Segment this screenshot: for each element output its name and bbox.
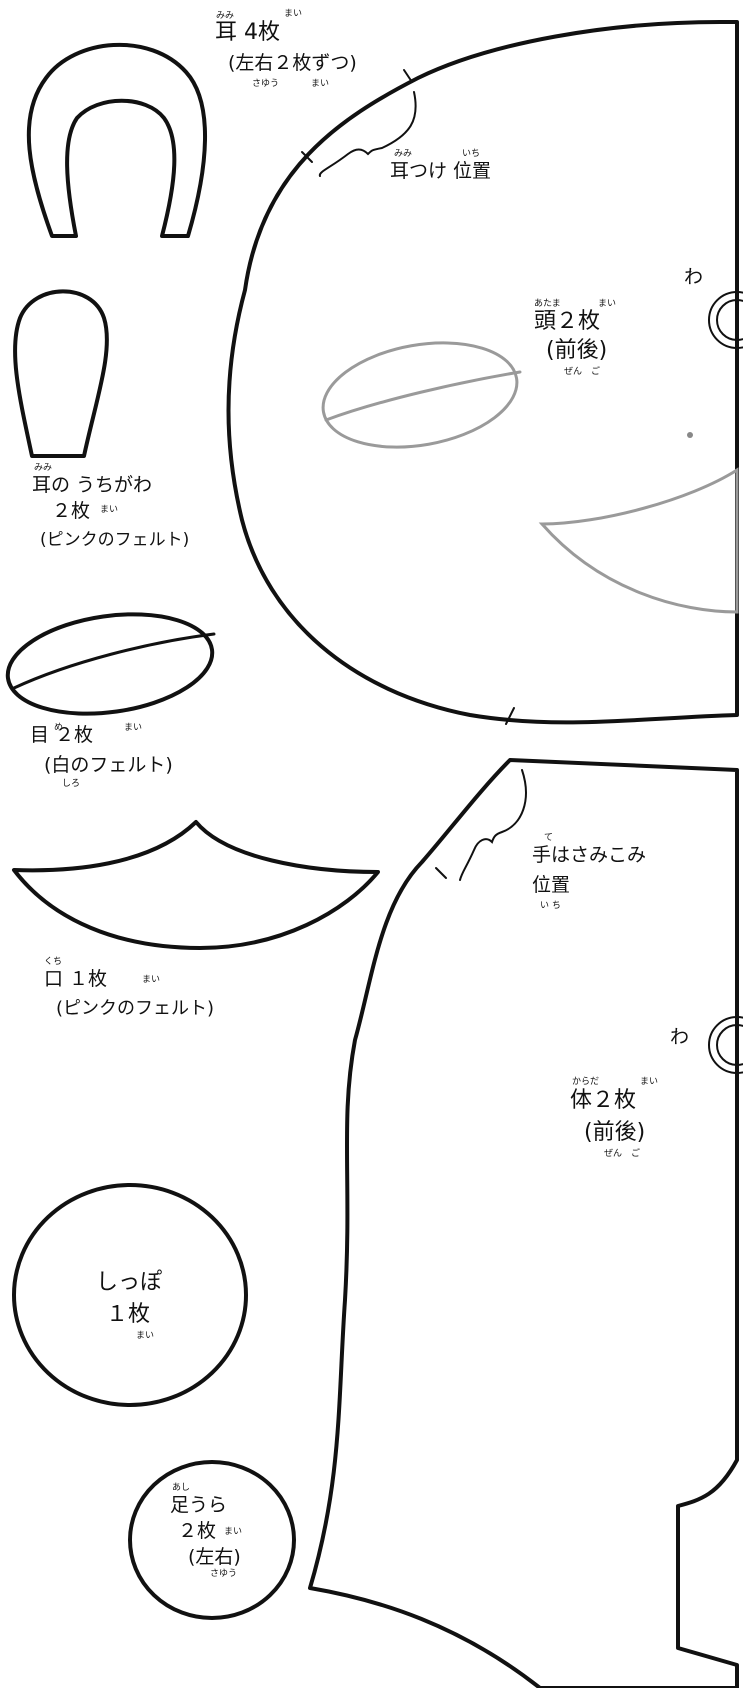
mouth-placement-guide bbox=[538, 467, 739, 614]
head-ruby-zengo: ぜん ご bbox=[564, 367, 601, 377]
hand-insert-line2: 位置 bbox=[532, 874, 571, 896]
mouth-line1: 口 １枚 bbox=[44, 968, 108, 990]
eye-placement-guide bbox=[321, 341, 522, 449]
ear-attach-tick-top bbox=[403, 69, 413, 83]
tail-line1: しっぽ bbox=[96, 1270, 163, 1295]
ear-inner-line1: 耳の うちがわ bbox=[32, 474, 153, 496]
eye-ruby-mai: まい bbox=[124, 723, 143, 733]
sole-line1: 足うら bbox=[170, 1494, 228, 1516]
sole-pattern-piece bbox=[128, 1460, 296, 1620]
hand-insert-ruby-te: て bbox=[544, 833, 554, 843]
body-title: 体２枚 bbox=[570, 1088, 637, 1113]
mouth-note: (ピンクのフェルト) bbox=[56, 998, 215, 1019]
head-title: 頭２枚 bbox=[534, 309, 601, 334]
ear-attach-ruby-mimi: みみ bbox=[394, 149, 413, 159]
ear-title: 耳 4枚 bbox=[215, 20, 280, 45]
ear-inner-pattern-piece bbox=[13, 289, 109, 458]
tail-line2: １枚 bbox=[106, 1302, 151, 1327]
body-ruby-karada: からだ bbox=[572, 1077, 600, 1087]
body-ruby-zengo: ぜん ご bbox=[604, 1149, 641, 1159]
tail-pattern-piece bbox=[12, 1183, 248, 1407]
head-dot bbox=[687, 432, 693, 438]
body-note: (前後) bbox=[584, 1120, 646, 1145]
head-fold-circle-icon bbox=[708, 291, 743, 349]
sole-ruby-mai: まい bbox=[224, 1527, 243, 1537]
sole-ruby-ashi: あし bbox=[172, 1483, 191, 1493]
sole-ruby-sayuu: さゆう bbox=[210, 1569, 238, 1579]
eye-ruby-shiro: しろ bbox=[62, 779, 81, 789]
sole-line2: ２枚 bbox=[178, 1520, 217, 1542]
ear-note-ruby-mai: まい bbox=[311, 79, 330, 89]
ear-attach-label: 耳つけ 位置 bbox=[390, 160, 492, 182]
head-note: (前後) bbox=[546, 338, 608, 363]
tail-ruby-mai: まい bbox=[136, 1331, 155, 1341]
ear-inner-ruby-mai: まい bbox=[100, 505, 119, 515]
mouth-ruby-kuchi: くち bbox=[44, 957, 63, 967]
eye-note: (白のフェルト) bbox=[44, 754, 173, 776]
head-pattern-piece bbox=[226, 20, 739, 725]
head-bottom-tick bbox=[505, 707, 515, 725]
body-fold-circle-icon bbox=[708, 1016, 743, 1074]
ear-note-ruby-sayuu: さゆう bbox=[252, 79, 280, 89]
mouth-ruby-mai: まい bbox=[142, 975, 161, 985]
body-pattern-piece bbox=[308, 758, 739, 1688]
hand-insert-line1: 手はさみこみ bbox=[532, 844, 647, 866]
ear-pattern-piece bbox=[26, 42, 207, 238]
ear-title-ruby-mimi: みみ bbox=[216, 11, 235, 21]
body-fold-mark: わ bbox=[670, 1026, 690, 1048]
ear-title-ruby-mai: まい bbox=[284, 9, 303, 19]
sole-note: (左右) bbox=[188, 1546, 241, 1568]
hand-insert-ruby-ichi: い ち bbox=[540, 901, 561, 911]
ear-attach-bracket bbox=[318, 91, 417, 177]
eye-pattern-piece bbox=[5, 612, 216, 716]
head-ruby-atama: あたま bbox=[534, 299, 561, 309]
ear-attach-tick-bottom bbox=[301, 151, 313, 163]
ear-inner-line2: ２枚 bbox=[52, 500, 91, 522]
eye-ruby-me: め bbox=[54, 723, 64, 733]
body-ruby-mai: まい bbox=[640, 1077, 659, 1087]
mouth-pattern-piece bbox=[12, 820, 380, 950]
head-fold-mark: わ bbox=[684, 266, 704, 288]
hand-insert-bracket bbox=[459, 769, 527, 881]
ear-inner-ruby-mimi: みみ bbox=[34, 463, 53, 473]
ear-inner-note: (ピンクのフェルト) bbox=[40, 530, 190, 550]
ear-note: (左右２枚ずつ) bbox=[228, 52, 357, 74]
head-ruby-mai: まい bbox=[598, 299, 617, 309]
eye-line1: 目 ２枚 bbox=[30, 724, 94, 746]
hand-insert-tick bbox=[435, 867, 447, 879]
ear-attach-ruby-ichi: いち bbox=[462, 149, 481, 159]
